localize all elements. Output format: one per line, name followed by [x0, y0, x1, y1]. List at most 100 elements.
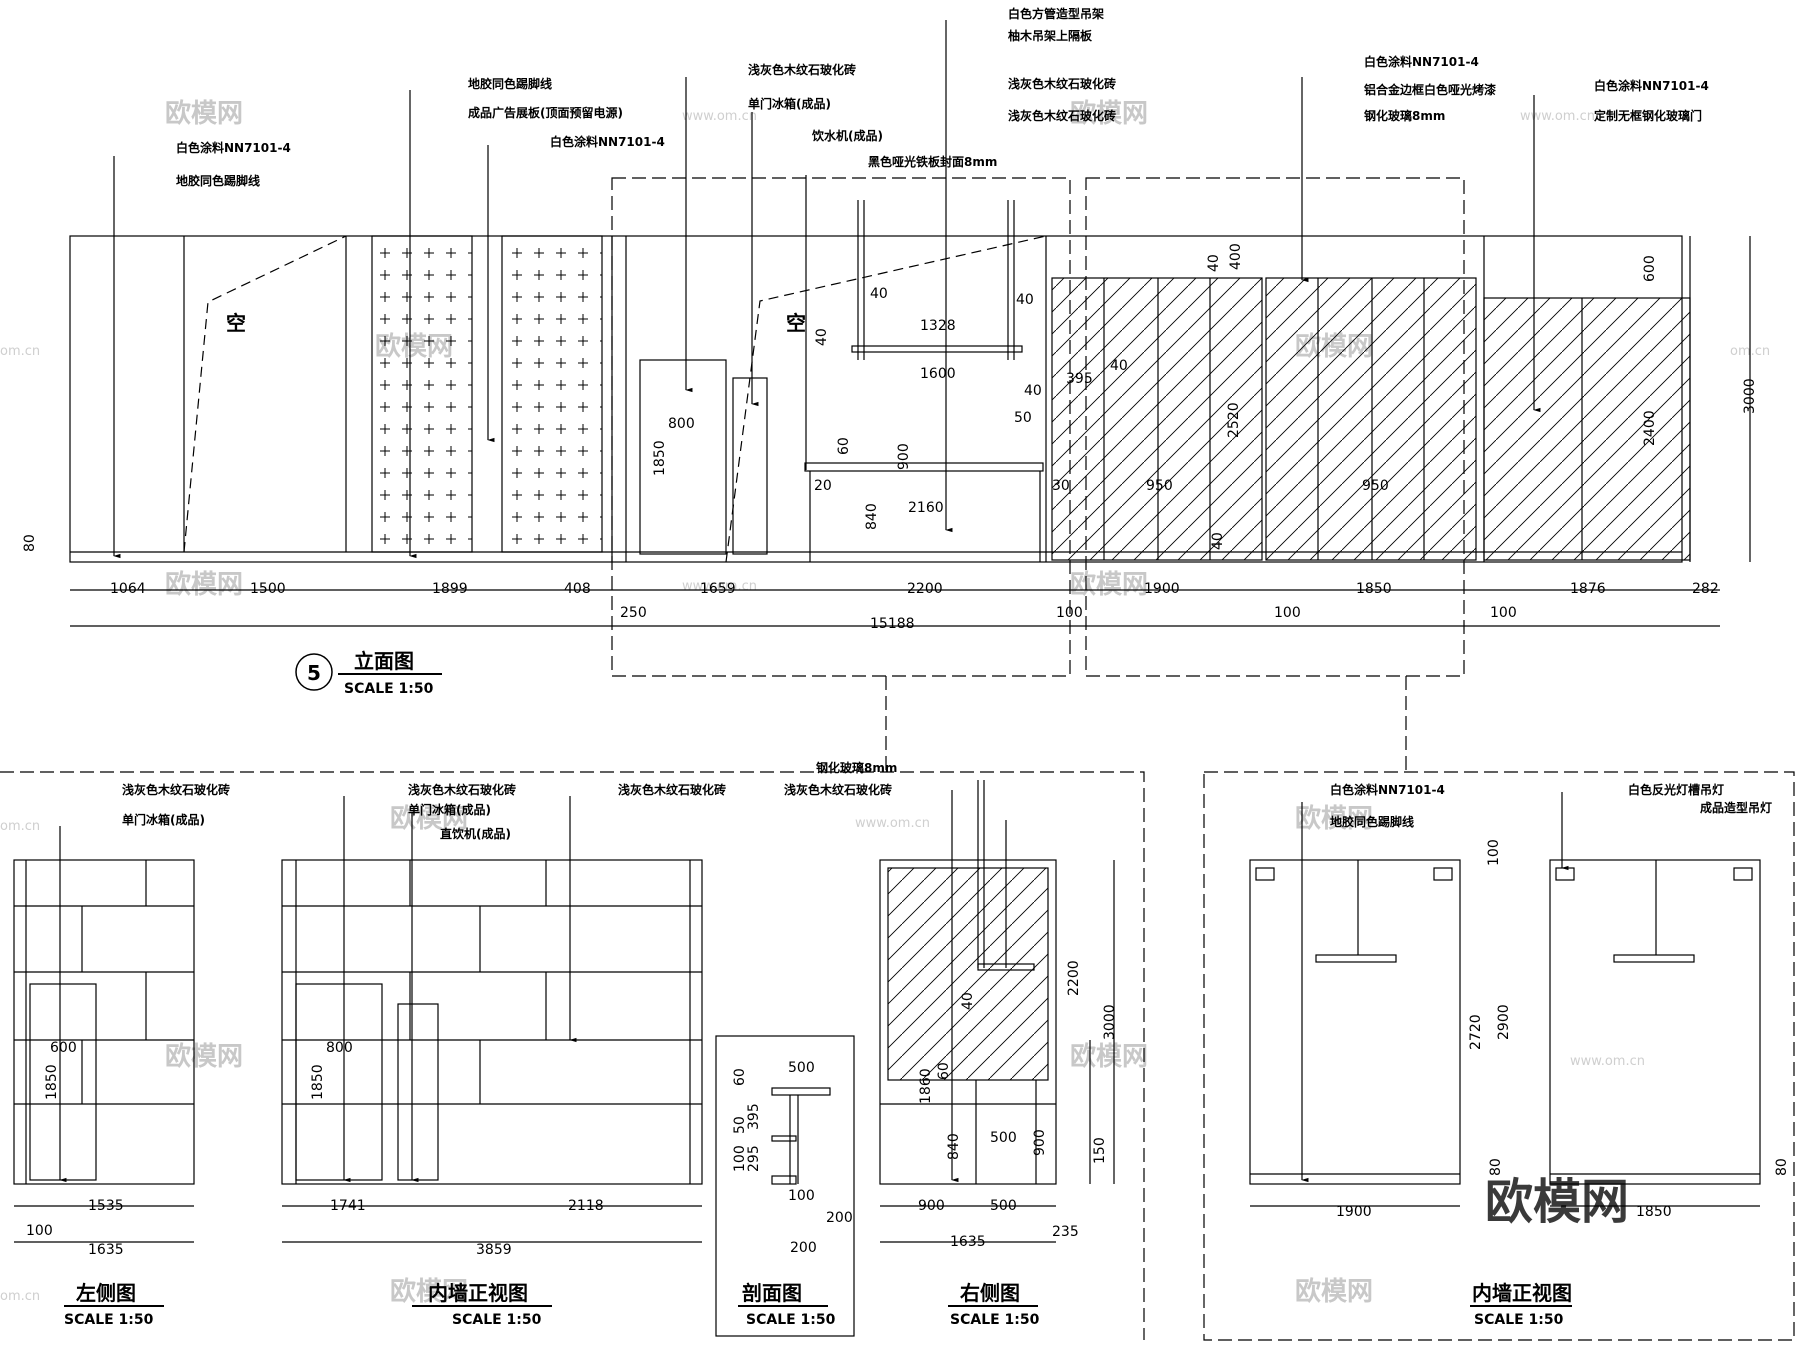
view-scale: SCALE 1:50: [452, 1312, 542, 1328]
dim-text: 50: [1014, 410, 1032, 426]
dim-text: 200: [790, 1240, 817, 1256]
dim-text: 150: [1092, 1137, 1108, 1164]
dim-text: 80: [1488, 1158, 1504, 1176]
watermark-brand: 欧模网: [1070, 98, 1148, 129]
dim-text: 1064: [110, 581, 146, 597]
dim-text: 1850: [1636, 1204, 1672, 1220]
dim-text: 40: [1210, 532, 1226, 550]
dim-text: 408: [564, 581, 591, 597]
dim-text: 80: [1774, 1158, 1790, 1176]
dim-text: 100: [788, 1188, 815, 1204]
dim-text: 500: [990, 1130, 1017, 1146]
view-title: 剖面图: [742, 1281, 802, 1305]
view-scale: SCALE 1:50: [1474, 1312, 1564, 1328]
dim-text: 60: [836, 437, 852, 455]
label-teak-shelf: 柚木吊架上隔板: [1008, 28, 1093, 43]
label-white-paint: 白色涂料NN7101-4: [1330, 782, 1445, 797]
label-skirting: 地胶同色踢脚线: [468, 76, 552, 91]
dim-text: 1850: [652, 440, 668, 476]
dim-text: 1500: [250, 581, 286, 597]
label-tempered-glass: 钢化玻璃8mm: [1364, 108, 1445, 123]
view-number: 5: [307, 661, 321, 685]
dim-text: 295: [746, 1145, 762, 1172]
dim-text: 2200: [1066, 960, 1082, 996]
dim-text: 500: [788, 1060, 815, 1076]
label-pendant-lamp: 成品造型吊灯: [1700, 800, 1772, 815]
dim-text: 282: [1692, 581, 1719, 597]
dim-text: 2200: [907, 581, 943, 597]
elevation-5: [69, 20, 1751, 772]
dim-text: 20: [814, 478, 832, 494]
dim-text: 1850: [1356, 581, 1392, 597]
label-white-tube: 白色方管造型吊架: [1008, 6, 1104, 21]
dim-text: 60: [732, 1068, 748, 1086]
dim-text: 840: [864, 503, 880, 530]
dim-text: 1600: [920, 366, 956, 382]
dim-total: 15188: [870, 616, 915, 632]
watermark-url: om.cn: [0, 1289, 40, 1304]
label-water-purifier: 直饮机(成品): [440, 826, 511, 841]
label-fridge: 单门冰箱(成品): [408, 802, 491, 817]
dim-text: 900: [1032, 1129, 1048, 1156]
watermark-brand: 欧模网: [1070, 569, 1148, 600]
dim-text: 2118: [568, 1198, 604, 1214]
dim-text: 500: [990, 1198, 1017, 1214]
watermark-logo-text: 欧模网: [1485, 1174, 1629, 1230]
dim-text: 800: [668, 416, 695, 432]
label-skirting: 地胶同色踢脚线: [1330, 814, 1414, 829]
dim-text: 50: [732, 1116, 748, 1134]
dim-text: 235: [1052, 1224, 1079, 1240]
view-scale: SCALE 1:50: [64, 1312, 154, 1328]
dim-text: 2400: [1642, 410, 1658, 446]
dim-text: 3859: [476, 1242, 512, 1258]
dim-text: 950: [1362, 478, 1389, 494]
dim-text: 2160: [908, 500, 944, 516]
dim-text: 60: [936, 1062, 952, 1080]
dim-text: 100: [1056, 605, 1083, 621]
label-frameless-door: 定制无框钢化玻璃门: [1594, 108, 1702, 123]
label-white-paint: 白色涂料NN7101-4: [550, 134, 665, 149]
dim-text: 840: [946, 1133, 962, 1160]
watermark-brand: 欧模网: [390, 803, 468, 834]
dim-text: 400: [1228, 243, 1244, 270]
dim-text: 40: [1206, 254, 1222, 272]
label-tile: 浅灰色木纹石玻化砖: [784, 782, 892, 797]
watermark-brand: 欧模网: [390, 1276, 468, 1307]
dim-text: 395: [1066, 371, 1093, 387]
lower-panels: [0, 771, 1795, 1341]
watermark-url: www.om.cn: [682, 109, 757, 124]
view-scale: SCALE 1:50: [746, 1312, 836, 1328]
label-empty: 空: [786, 311, 806, 335]
dim-text: 1876: [1570, 581, 1606, 597]
dim-text: 3000: [1742, 378, 1758, 414]
dim-text: 1900: [1144, 581, 1180, 597]
label-fridge: 单门冰箱(成品): [748, 96, 831, 111]
watermark-brand: 欧模网: [165, 569, 243, 600]
label-tile: 浅灰色木纹石玻化砖: [618, 782, 726, 797]
view-scale: SCALE 1:50: [344, 681, 434, 697]
dim-text: 40: [960, 992, 976, 1010]
label-alu-frame: 铝合金边框白色哑光烤漆: [1364, 82, 1496, 97]
dim-text: 30: [1052, 478, 1070, 494]
view-title: 左侧图: [76, 1281, 136, 1305]
dim-text: 200: [826, 1210, 853, 1226]
label-tile: 浅灰色木纹石玻化砖: [408, 782, 516, 797]
view-title: 内墙正视图: [1472, 1281, 1572, 1305]
dim-text: 1850: [310, 1064, 326, 1100]
dim-text: 1899: [432, 581, 468, 597]
dim-text: 40: [1016, 292, 1034, 308]
label-white-paint: 白色涂料NN7101-4: [1594, 78, 1709, 93]
label-ad-board: 成品广告展板(顶面预留电源): [468, 105, 623, 120]
dim-text: 2720: [1468, 1014, 1484, 1050]
lower-panels-labels: 浅灰色木纹石玻化砖 单门冰箱(成品) 600 1850 1535 100 163…: [26, 760, 1790, 1328]
dim-text: 1328: [920, 318, 956, 334]
dim-text: 395: [746, 1103, 762, 1130]
label-fridge: 单门冰箱(成品): [122, 812, 205, 827]
label-tile: 浅灰色木纹石玻化砖: [748, 62, 856, 77]
dim-text: 100: [732, 1145, 748, 1172]
view-title: 内墙正视图: [428, 1281, 528, 1305]
dim-text: 1659: [700, 581, 736, 597]
label-tempered-glass: 钢化玻璃8mm: [816, 760, 897, 775]
label-tile: 浅灰色木纹石玻化砖: [1008, 76, 1116, 91]
